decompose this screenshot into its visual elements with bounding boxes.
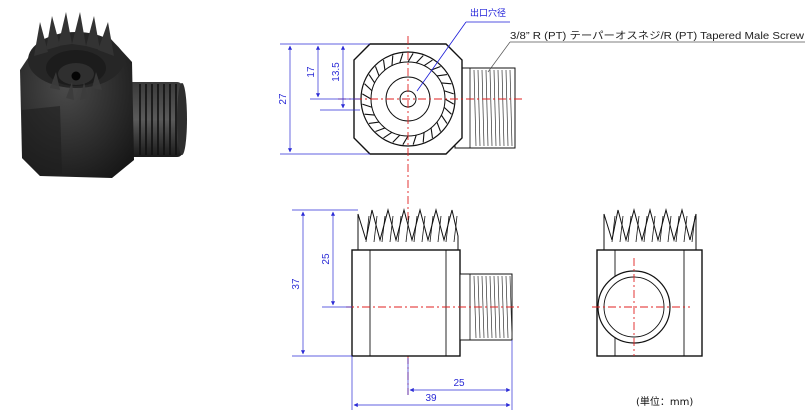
dim-25-horizontal: 25 bbox=[453, 378, 465, 389]
product-photo bbox=[20, 12, 187, 178]
dim-37: 37 bbox=[291, 278, 302, 290]
outlet-hole-leader bbox=[416, 21, 467, 92]
photo-outlet-hole bbox=[71, 71, 81, 81]
dim-13-5: 13.5 bbox=[331, 62, 342, 82]
front-view-body bbox=[351, 249, 461, 357]
thread-spec-label: 3/8” R (PT) テーパーオスネジ/R (PT) Tapered Male… bbox=[510, 30, 805, 42]
front-view: 37 25 25 39 bbox=[291, 208, 520, 410]
dim-27: 27 bbox=[278, 93, 289, 105]
front-view-crown bbox=[357, 208, 459, 251]
thread-leader bbox=[487, 41, 511, 73]
unit-note: (単位：mm) bbox=[636, 395, 693, 408]
top-view: 出口穴径 3/8” R (PT) テーパーオスネジ/R (PT) Tapered… bbox=[278, 7, 805, 395]
top-view-thread bbox=[454, 67, 516, 149]
photo-threaded-connector bbox=[125, 82, 187, 157]
outlet-hole-label: 出口穴径 bbox=[470, 7, 506, 19]
side-view-crown bbox=[603, 208, 697, 251]
photo-crown bbox=[28, 12, 124, 100]
dim-17: 17 bbox=[306, 66, 317, 78]
dim-25-vertical: 25 bbox=[321, 253, 332, 265]
side-view bbox=[592, 208, 703, 357]
dim-39: 39 bbox=[425, 393, 437, 404]
